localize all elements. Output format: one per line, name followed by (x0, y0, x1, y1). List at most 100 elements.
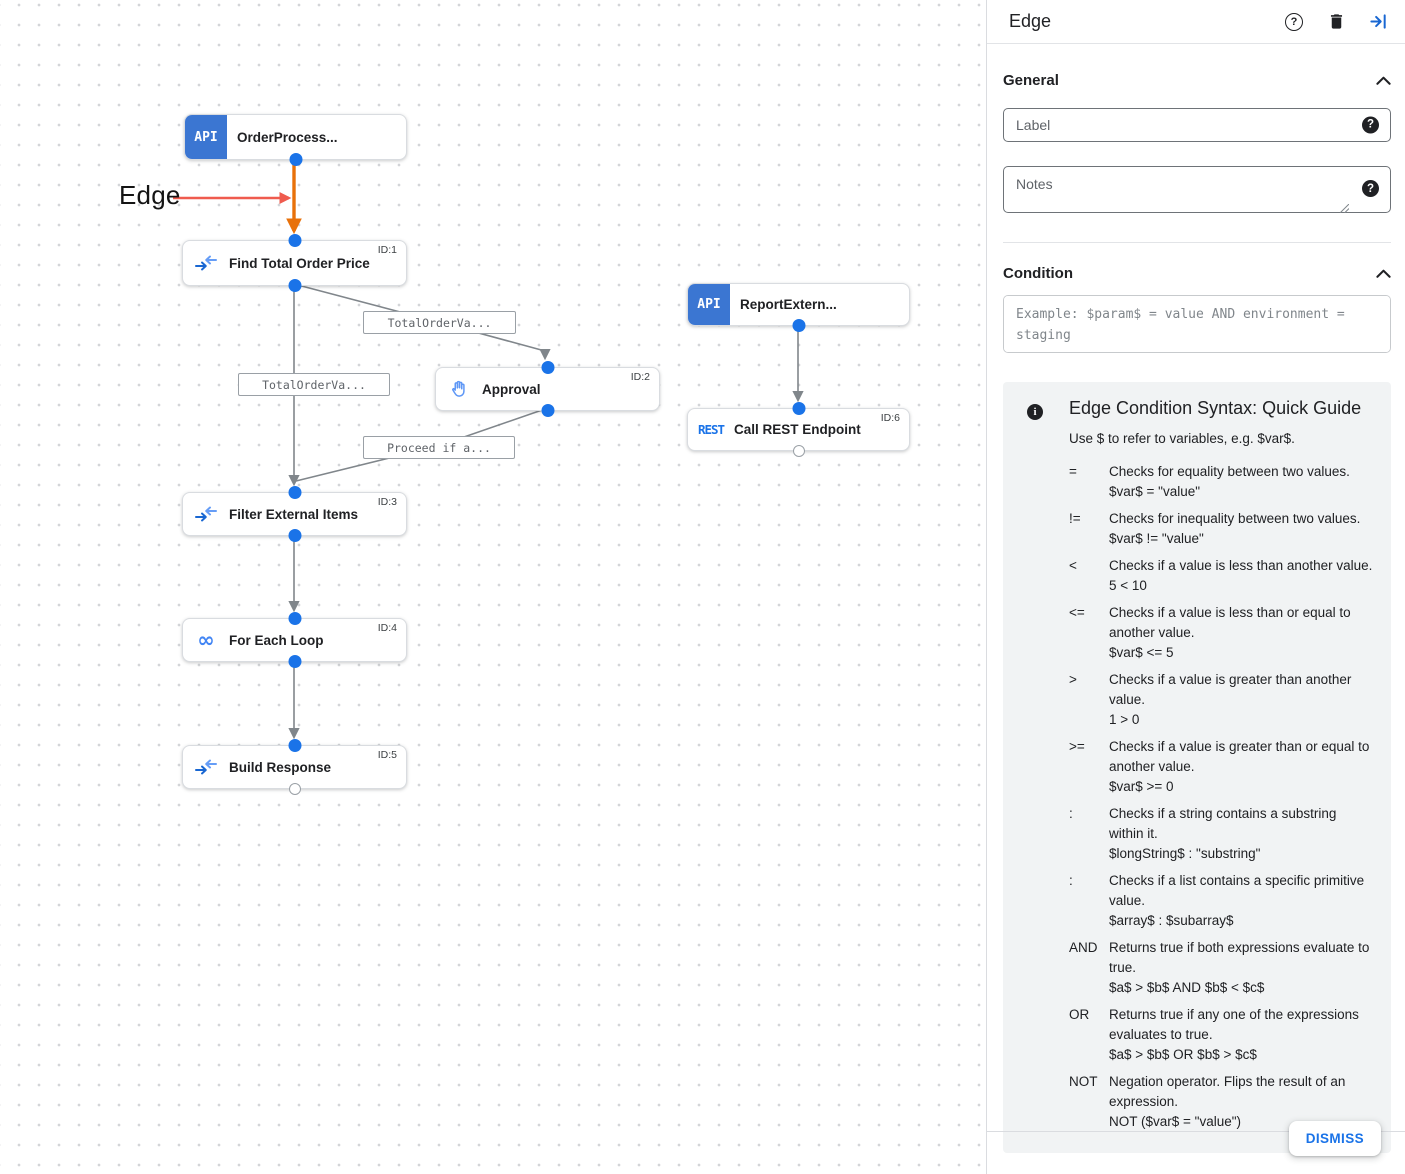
guide-row: :Checks if a list contains a specific pr… (1069, 871, 1379, 931)
bottom-port[interactable] (289, 153, 302, 166)
top-port[interactable] (541, 361, 554, 374)
node-id-label: ID:6 (880, 412, 900, 424)
node-label: OrderProcess... (237, 129, 338, 145)
guide-row: =Checks for equality between two values.… (1069, 462, 1379, 502)
condition-section-header[interactable]: Condition (1003, 258, 1391, 288)
condition-syntax-guide: i Edge Condition Syntax: Quick Guide Use… (1003, 382, 1391, 1153)
condition-section-title: Condition (1003, 264, 1073, 282)
node-filter-external-items[interactable]: Filter External Items ID:3 (182, 486, 407, 542)
collapse-panel-button[interactable] (1367, 11, 1389, 33)
guide-row: NOT Negation operator. Flips the result o… (1069, 1072, 1379, 1132)
condition-field-wrapper (1003, 288, 1391, 358)
footer-divider (987, 1131, 1405, 1132)
general-section: General ? ? (987, 65, 1405, 243)
top-port[interactable] (792, 402, 805, 415)
data-mapping-icon (195, 255, 217, 271)
general-section-header[interactable]: General (1003, 65, 1391, 95)
bottom-port[interactable] (288, 783, 301, 795)
guide-description: Checks if a list contains a specific pri… (1109, 873, 1365, 928)
label-input[interactable] (1003, 108, 1391, 142)
chevron-up-icon (1376, 76, 1391, 85)
general-section-title: General (1003, 71, 1059, 89)
approval-hand-icon (451, 380, 465, 397)
edge-find-to-approval[interactable] (293, 283, 551, 361)
node-icon-wrap: ∞ (183, 619, 229, 661)
api-trigger-icon: API (185, 115, 227, 159)
guide-description: Negation operator. Flips the result of a… (1109, 1074, 1346, 1129)
node-label: ReportExtern... (740, 297, 837, 312)
bottom-port[interactable] (541, 404, 554, 417)
data-mapping-icon (195, 759, 217, 775)
top-port[interactable] (288, 612, 301, 625)
bottom-port[interactable] (792, 445, 805, 457)
notes-help-badge[interactable]: ? (1362, 180, 1379, 197)
dismiss-button[interactable]: DISMISS (1288, 1121, 1381, 1156)
guide-description: Checks if a value is less than or equal … (1109, 605, 1351, 660)
node-approval[interactable]: Approval ID:2 (435, 361, 660, 417)
node-label: Build Response (229, 759, 332, 775)
node-label: Find Total Order Price (229, 255, 370, 271)
guide-description: Checks for equality between two values.$… (1109, 464, 1350, 499)
guide-description: Checks for inequality between two values… (1109, 511, 1361, 546)
flow-canvas[interactable]: API OrderProcess... Find Total Order Pric… (0, 0, 986, 1174)
edge-properties-panel: Edge ? General ? (986, 0, 1405, 1174)
guide-description: Returns true if any one of the expressio… (1109, 1007, 1359, 1062)
chevron-up-icon (1376, 269, 1391, 278)
guide-operator: AND (1069, 940, 1098, 955)
edges-layer (173, 160, 804, 740)
guide-row: !=Checks for inequality between two valu… (1069, 509, 1379, 549)
top-port[interactable] (288, 234, 301, 247)
label-help-badge[interactable]: ? (1362, 116, 1379, 133)
node-label: Filter External Items (229, 506, 359, 522)
panel-header: Edge ? (987, 0, 1405, 44)
guide-description: Checks if a value is greater than anothe… (1109, 672, 1352, 727)
help-button[interactable]: ? (1283, 11, 1305, 33)
edge-annotation-label: Edge (119, 180, 181, 210)
bottom-port[interactable] (792, 319, 805, 332)
condition-input[interactable] (1003, 295, 1391, 353)
guide-main: Edge Condition Syntax: Quick Guide Use $… (1069, 394, 1379, 1139)
help-icon: ? (1285, 12, 1303, 31)
rest-icon: REST (697, 422, 725, 437)
edge-condition-label[interactable]: TotalOrderVa... (238, 373, 390, 396)
edge-condition-label[interactable]: TotalOrderVa... (363, 311, 516, 334)
section-divider (1003, 242, 1391, 243)
guide-operator: : (1069, 806, 1073, 821)
label-field-wrapper: ? (1003, 95, 1391, 142)
notes-input[interactable] (1003, 166, 1391, 213)
node-icon-wrap: API (688, 284, 730, 325)
guide-operator: NOT (1069, 1074, 1098, 1089)
bottom-port[interactable] (288, 279, 301, 292)
node-icon-wrap (183, 746, 229, 788)
guide-row: : Checks if a string contains a substring… (1069, 804, 1379, 864)
bottom-port[interactable] (288, 529, 301, 542)
edge-condition-label[interactable]: Proceed if a... (363, 436, 515, 459)
guide-row: > Checks if a value is greater than anoth… (1069, 670, 1379, 730)
node-label: Approval (482, 381, 541, 397)
panel-title: Edge (1009, 11, 1052, 31)
node-icon-wrap: REST (688, 409, 734, 450)
guide-icon-col: i (1027, 394, 1069, 1139)
notes-field-wrapper: ? (1003, 142, 1391, 218)
top-port[interactable] (288, 739, 301, 752)
node-icon-wrap (183, 493, 229, 535)
info-icon: i (1027, 404, 1043, 420)
guide-subtitle: Use $ to refer to variables, e.g. $var$. (1069, 431, 1295, 446)
guide-operator: >= (1069, 739, 1085, 754)
node-id-label: ID:5 (377, 749, 397, 761)
node-id-label: ID:3 (377, 496, 397, 508)
guide-row: <=Checks if a value is less than or equa… (1069, 603, 1379, 663)
delete-button[interactable] (1325, 11, 1347, 33)
node-order-process-trigger[interactable]: API OrderProcess... (184, 114, 407, 166)
top-port[interactable] (288, 486, 301, 499)
guide-operator: > (1069, 672, 1077, 687)
node-report-extern-trigger[interactable]: API ReportExtern... (687, 283, 910, 332)
guide-description: Checks if a string contains a substring … (1109, 806, 1337, 861)
node-build-response[interactable]: Build Response ID:5 (182, 739, 407, 795)
node-id-label: ID:2 (630, 371, 650, 383)
bottom-port[interactable] (288, 655, 301, 668)
